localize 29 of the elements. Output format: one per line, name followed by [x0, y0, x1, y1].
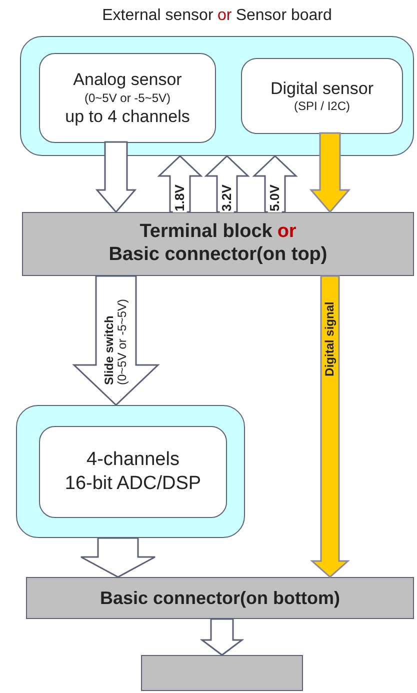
node-label: 4-channels	[86, 448, 180, 472]
node-sublabel: (SPI / I2C)	[294, 99, 350, 114]
connector-bar	[26, 577, 414, 619]
component-card	[39, 426, 227, 518]
conjunction-text: or	[217, 7, 232, 25]
connector-bar	[22, 212, 414, 276]
conjunction-text: or	[277, 221, 296, 244]
heading-text: Sensor board	[236, 7, 332, 25]
edge-label: Digital signal	[323, 300, 337, 377]
component-card	[39, 53, 216, 143]
node-label: Basic connector(on bottom)	[100, 586, 340, 610]
edge-label: 1.8V	[172, 184, 188, 212]
device-box	[141, 655, 303, 691]
block-arrow	[200, 618, 244, 656]
component-card	[241, 58, 403, 134]
node-label: Analog sensor	[73, 69, 182, 90]
node-label: Terminal block	[140, 221, 272, 244]
block-arrow	[95, 141, 137, 214]
block-arrow	[309, 132, 351, 214]
node-label: Basic connector(on top)	[108, 244, 328, 267]
node-label: Digital sensor	[270, 78, 374, 100]
node-label: up to 4 channels	[65, 106, 190, 127]
heading-text: External sensor	[102, 7, 214, 25]
block-arrow	[80, 537, 156, 578]
edge-label: 5.0V	[268, 184, 282, 212]
edge-label: 3.2V	[220, 184, 234, 212]
node-sublabel: (0~5V or -5~5V)	[84, 90, 171, 106]
node-label: 16-bit ADC/DSP	[64, 472, 202, 496]
chip-panel	[16, 405, 245, 538]
